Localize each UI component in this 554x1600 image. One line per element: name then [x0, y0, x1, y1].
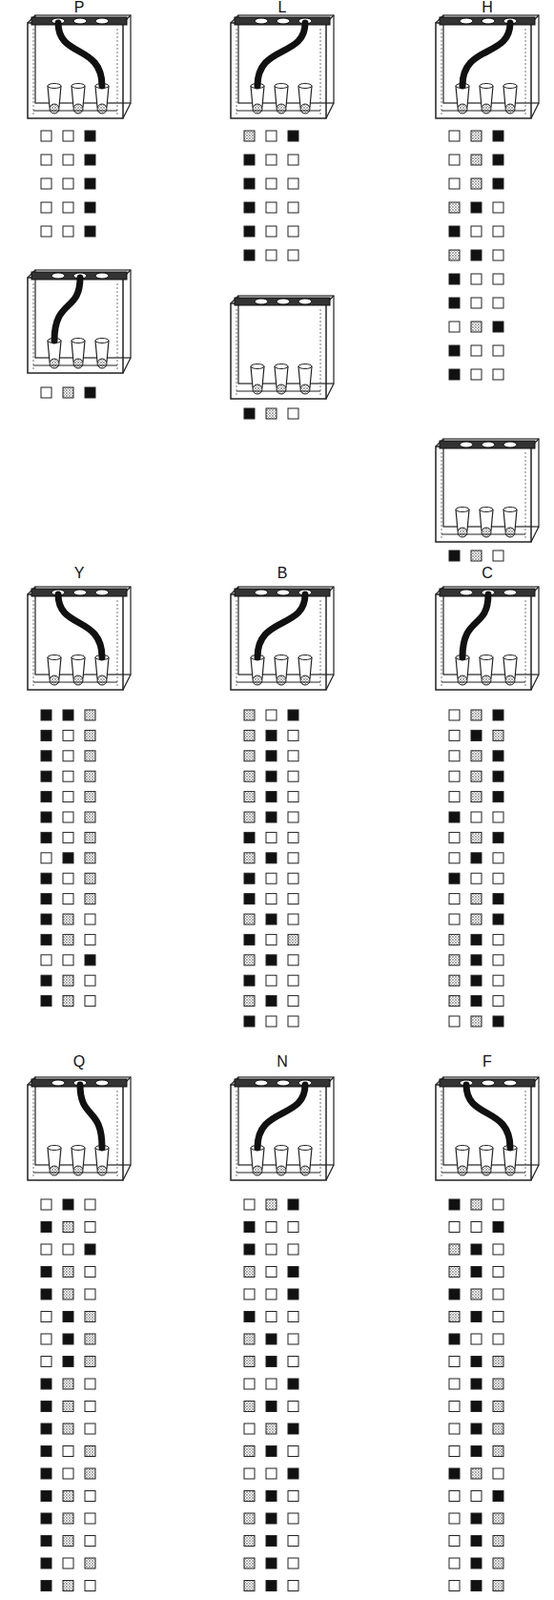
response-grid — [41, 130, 96, 237]
apparatus-box — [230, 15, 334, 119]
panel-letter: Y — [74, 565, 85, 581]
panel-letter: B — [277, 565, 288, 581]
apparatus-box — [27, 1076, 131, 1180]
response-grid — [244, 1198, 299, 1591]
response-grid — [41, 1198, 96, 1591]
apparatus-box — [435, 15, 539, 119]
panel-letter: L — [278, 0, 288, 16]
apparatus-box — [435, 438, 539, 542]
panel-letter: C — [481, 565, 493, 581]
response-grid — [449, 1198, 504, 1591]
apparatus-box — [230, 586, 334, 690]
apparatus-box — [27, 269, 131, 373]
apparatus-box — [435, 586, 539, 690]
panel-letter: Q — [73, 1053, 85, 1069]
apparatus-box — [27, 586, 131, 690]
response-grid — [244, 709, 299, 1026]
panel-letter: H — [481, 0, 493, 16]
panel-letter: P — [74, 0, 85, 16]
apparatus-box — [230, 1076, 334, 1180]
panel-letter: N — [276, 1053, 288, 1069]
panel-letter: F — [482, 1053, 493, 1069]
response-grid — [244, 130, 299, 261]
response-grid — [244, 408, 299, 419]
response-grid — [449, 130, 504, 380]
apparatus-box — [435, 1076, 539, 1180]
apparatus-box — [27, 15, 131, 119]
response-grid — [449, 709, 504, 1026]
response-grid — [449, 550, 504, 561]
apparatus-box — [230, 295, 334, 399]
response-grid — [41, 709, 96, 1006]
response-grid — [41, 387, 96, 398]
